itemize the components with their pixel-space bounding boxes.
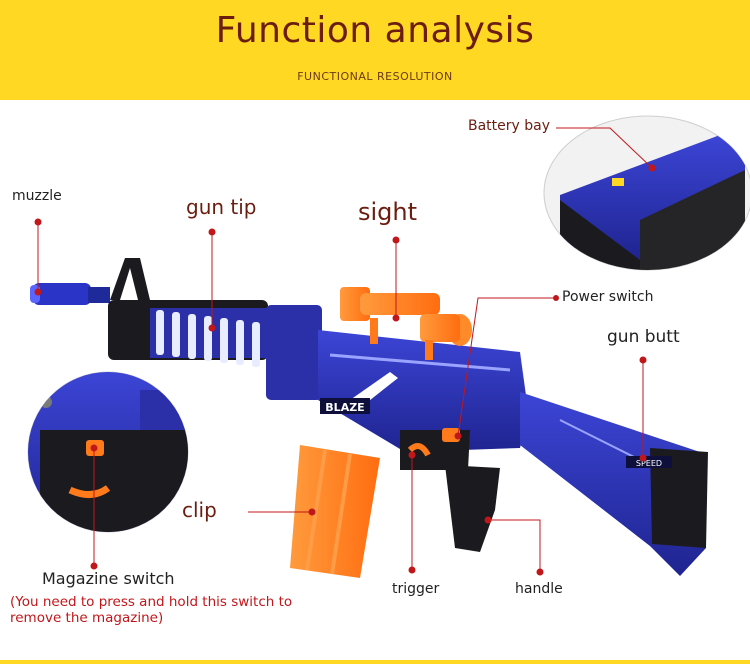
- gun-butt-part: SPEED: [520, 392, 708, 576]
- leader-dots: [34, 164, 656, 576]
- label-muzzle: muzzle: [12, 188, 62, 204]
- brand-text: BLAZE: [325, 401, 364, 414]
- leader-lines: [37, 127, 653, 572]
- stock-text: SPEED: [636, 459, 662, 468]
- muzzle-part: [30, 283, 110, 305]
- page-subtitle: FUNCTIONAL RESOLUTION: [297, 70, 453, 83]
- label-power-switch: Power switch: [562, 289, 654, 305]
- label-sight: sight: [358, 198, 418, 226]
- label-battery-bay: Battery bay: [468, 118, 551, 134]
- label-trigger: trigger: [392, 581, 440, 597]
- label-clip: clip: [182, 498, 217, 522]
- gun-tip-part: [108, 300, 270, 367]
- page-title: Function analysis: [215, 10, 535, 51]
- footer-band: [0, 660, 750, 664]
- battery-bay-inset: [543, 115, 750, 271]
- clip-part: [290, 445, 380, 578]
- label-gun-tip: gun tip: [186, 195, 257, 219]
- label-gun-butt: gun butt: [607, 327, 680, 347]
- label-magazine-switch: Magazine switch: [42, 569, 175, 588]
- sight-part: [340, 287, 472, 360]
- magazine-note-line1: (You need to press and hold this switch …: [10, 594, 293, 610]
- label-handle: handle: [515, 581, 563, 597]
- magazine-note-line2: remove the magazine): [10, 610, 164, 626]
- magazine-switch-inset: [27, 371, 189, 533]
- header-banner: Function analysis FUNCTIONAL RESOLUTION: [0, 0, 750, 100]
